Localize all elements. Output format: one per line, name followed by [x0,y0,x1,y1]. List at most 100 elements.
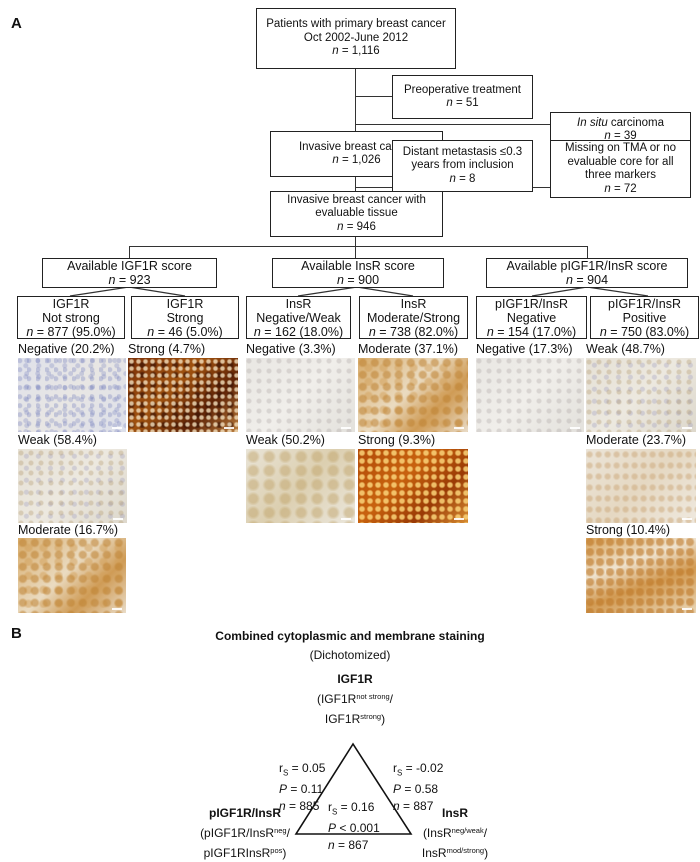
edge-n: n = 885 [279,799,320,814]
evaluable-line1: Invasive breast cancer with [287,193,426,206]
evaluable-n: n = 946 [337,220,376,233]
scale-bar [224,427,234,429]
group-marker: pIGF1R/InsR [608,296,681,311]
scale-bar [682,608,692,610]
image-caption: Negative (17.3%) [476,342,573,356]
image-caption: Strong (4.7%) [128,342,206,356]
split-connectors [69,286,649,297]
group-category: Negative [506,310,557,325]
edge-p: P = 0.11 [279,782,324,797]
preop-n: n = 51 [446,97,479,109]
patients-n: n = 1,116 [332,45,380,58]
invasive-n: n = 1,026 [332,154,381,166]
panel-b-subtitle: (Dichotomized) [309,648,391,662]
node-insr-name: InsR [441,806,468,820]
available-igf1r-box: Available IGF1R score n = 923 [42,258,217,288]
scale-bar [454,518,464,520]
evaluable-box: Invasive breast cancer with evaluable ti… [270,191,443,237]
scale-bar [454,427,464,429]
scale-bar [341,427,351,429]
group-insr-neg-weak: InsR Negative/Weak n = 162 (18.0%) [246,296,351,339]
missing-n: n = 72 [604,182,637,195]
group-n: n = 46 (5.0%) [147,324,223,339]
micrograph-igf1r-negative [18,358,126,432]
missing-line3: three markers [585,169,656,181]
group-category: Strong [166,310,204,325]
scale-bar [112,427,122,429]
insr-split-right [356,286,414,297]
micrograph-insr-negative [246,358,355,432]
micrograph-pigf1r-negative [476,358,584,432]
available-igf1r-n: n = 923 [108,273,151,287]
node-igf1r-name: IGF1R [337,672,373,686]
image-caption: Moderate (37.1%) [358,342,459,356]
missing-box: Missing on TMA or no evaluable core for … [550,140,691,198]
edge-rs: rS = 0.16 [328,800,375,817]
node-insr-def1: (InsRneg/weak/ [422,826,488,840]
micrograph-pigf1r-moderate [586,449,696,523]
edge-n: n = 887 [393,799,434,814]
edge-stats-bottom: rS = 0.16 P < 0.001 n = 867 [328,799,380,854]
pigf1r-drop-line [587,246,589,258]
image-caption: Negative (3.3%) [246,342,336,356]
missing-line2: evaluable core for all [567,155,674,168]
node-pigf1r-def2: pIGF1RInsRpos) [203,846,287,860]
node-igf1r: IGF1R (IGF1Rnot strong/ IGF1Rstrong) [255,671,455,728]
image-caption: Strong (9.3%) [358,433,436,447]
invasive-line1: Invasive breast cancer [298,140,415,153]
group-n: n = 154 (17.0%) [486,324,577,339]
group-category: Negative/Weak [256,310,341,325]
available-insr-n: n = 900 [336,273,380,287]
group-marker: IGF1R [52,296,90,311]
node-igf1r-def1: (IGF1Rnot strong/ [316,692,394,706]
edge-p: P = 0.58 [393,782,439,797]
edge-stats-top-right: rS = -0.02 P = 0.58 n = 887 [393,760,443,815]
node-insr-def2: InsRmod/strong) [421,846,489,860]
group-n: n = 877 (95.0%) [26,324,116,339]
scale-bar [341,518,351,520]
group-igf1r-not-strong: IGF1R Not strong n = 877 (95.0%) [17,296,125,339]
group-n: n = 162 (18.0%) [253,324,344,339]
evaluable-line2: evaluable tissue [315,207,398,220]
image-caption: Weak (58.4%) [18,433,97,447]
available-igf1r-label: Available IGF1R score [67,259,192,273]
group-category: Not strong [42,310,100,325]
distant-line1: Distant metastasis ≤0.3 [402,145,523,158]
insitu-branch-line [355,124,550,126]
preop-branch-line [355,96,392,98]
available-pigf1r-box: Available pIGF1R/InsR score n = 904 [486,258,688,288]
group-marker: InsR [400,296,427,311]
marker-horizontal-line [129,246,588,248]
edge-rs: rS = 0.05 [279,761,326,778]
micrograph-insr-weak [246,449,355,523]
edge-p: P < 0.001 [328,821,380,836]
scale-bar [112,608,122,610]
pigf1r-split-left [531,286,588,297]
image-caption: Weak (48.7%) [586,342,665,356]
panel-b-letter: B [11,625,22,642]
distant-box: Distant metastasis ≤0.3 years from inclu… [392,140,533,192]
scale-bar [570,427,580,429]
micrograph-pigf1r-weak [586,358,696,432]
scale-bar [682,427,692,429]
node-pigf1r-name: pIGF1R/InsR [208,806,281,820]
missing-line1: Missing on TMA or no [564,142,676,154]
image-caption: Weak (50.2%) [246,433,325,447]
available-pigf1r-n: n = 904 [565,273,609,287]
group-category: Positive [622,310,667,325]
group-marker: InsR [285,296,312,311]
group-category: Moderate/Strong [366,310,461,325]
patients-line2: Oct 2002-June 2012 [303,31,409,44]
edge-stats-top-left: rS = 0.05 P = 0.11 n = 885 [279,760,325,815]
group-pigf1r-negative: pIGF1R/InsR Negative n = 154 (17.0%) [476,296,587,339]
patients-box: Patients with primary breast cancer Oct … [256,8,456,69]
triangle-shape [294,742,413,835]
micrograph-pigf1r-strong [586,538,696,613]
node-pigf1r-def1: (pIGF1R/InsRneg/ [200,826,290,840]
igf1r-drop-line [129,246,131,258]
edge-n: n = 867 [328,838,369,853]
micrograph-igf1r-weak [18,449,127,523]
igf1r-split-left [69,286,130,297]
available-insr-label: Available InsR score [301,259,415,273]
